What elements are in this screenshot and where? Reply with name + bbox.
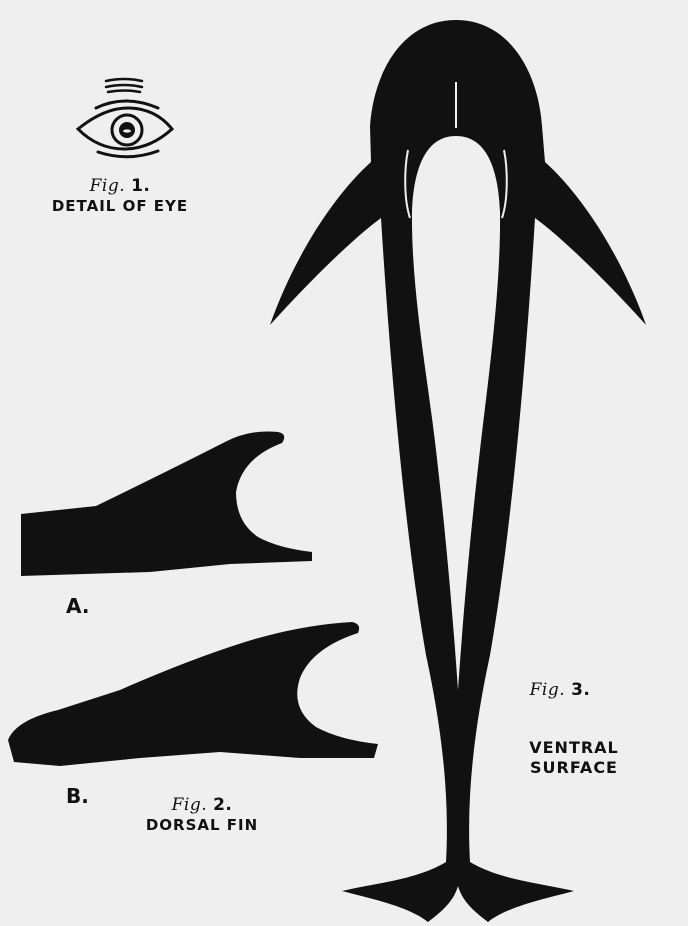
figure-3-number: Fig. 3. [520,680,600,701]
fin-label-a: A. [66,594,89,618]
figure-1-caption: Fig. 1. DETAIL OF EYE [30,176,210,216]
dorsal-fin-b [8,622,378,766]
figure-2-label: Fig. 2. [122,795,282,816]
dorsal-fin-a [21,431,312,576]
figure-2-title: DORSAL FIN [146,816,258,834]
figure-3-title: VENTRAL SURFACE [514,738,634,778]
ventral-surface-drawing [270,20,646,922]
eye-detail-drawing [78,79,172,157]
fin-label-b: B. [66,784,89,808]
figure-1-title: DETAIL OF EYE [52,197,188,215]
figure-1-label: Fig. 1. [30,176,210,197]
figure-2-caption: Fig. 2. DORSAL FIN [122,795,282,835]
